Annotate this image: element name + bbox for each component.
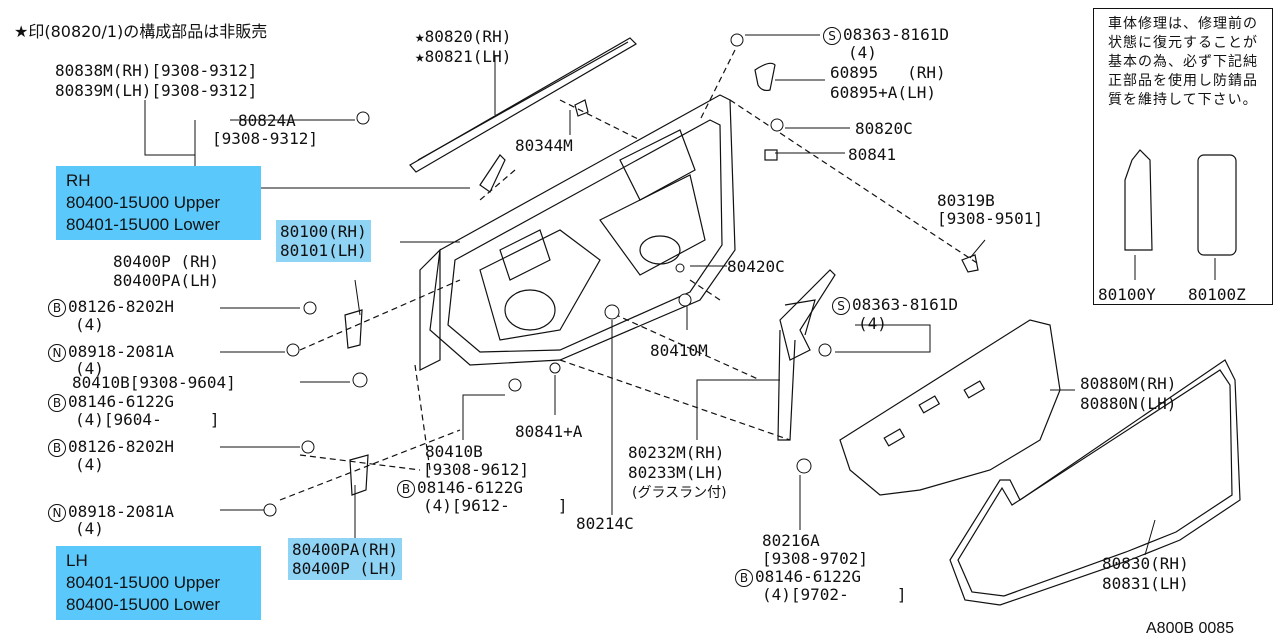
n-symbol-icon: N	[48, 344, 66, 362]
b-symbol-icon: B	[48, 394, 66, 412]
label-08918-bot-qty: (4)	[75, 519, 104, 538]
n-symbol-icon: N	[48, 504, 66, 522]
label-80839m: 80839M(LH)[9308-9312]	[55, 81, 258, 100]
label-80100z: 80100Z	[1188, 285, 1246, 304]
door-shell-highlight: 80100(RH)80101(LH)	[276, 220, 371, 262]
b-symbol-icon: B	[48, 299, 66, 317]
label-08146-mid-qty: (4)[9612- ]	[423, 496, 568, 515]
lh-hinge-box: LH 80401-15U00 Upper 80400-15U00 Lower	[56, 546, 261, 620]
bolt-icon	[770, 118, 784, 132]
label-80410b-mid-date: [9308-9612]	[423, 460, 529, 479]
repair-note-text: 車体修理は、修理前の状態に復元することが基本の為、必ず下記純正部品を使用し防錆品…	[1108, 16, 1258, 108]
door-trim-panel	[839, 319, 1061, 496]
bolt-icon	[796, 458, 812, 474]
label-80838m: 80838M(RH)[9308-9312]	[55, 61, 258, 80]
label-80880n: 80880N(LH)	[1080, 394, 1177, 413]
label-08126-top-qty: (4)	[75, 315, 104, 334]
door-shell	[429, 94, 736, 366]
label-glass-run: (グラスラン付)	[632, 485, 727, 501]
bolt-icon	[286, 343, 300, 357]
bolt-icon	[356, 111, 370, 125]
s-symbol-icon: S	[823, 27, 841, 45]
label-80100y: 80100Y	[1098, 285, 1156, 304]
label-08918-top-qty: (4)	[75, 359, 104, 378]
label-80344m: 80344M	[515, 136, 573, 155]
label-80216a-date: [9308-9702]	[762, 549, 868, 568]
label-80824a-date: [9308-9312]	[212, 129, 318, 148]
label-08363-top-qty: (4)	[848, 43, 877, 62]
label-80831: 80831(LH)	[1102, 574, 1189, 593]
window-molding-strip	[409, 37, 637, 173]
rh-title: RH	[66, 171, 91, 190]
label-60895-lh: 60895+A(LH)	[830, 83, 936, 102]
lh-lower: 80400-15U00 Lower	[66, 595, 221, 614]
label-60895-rh: 60895 (RH)	[830, 63, 946, 82]
rh-upper: 80400-15U00 Upper	[66, 193, 221, 212]
label-08363-mid-qty: (4)	[858, 314, 887, 333]
bolt-icon	[730, 33, 744, 47]
lh-upper: 80401-15U00 Upper	[66, 573, 221, 592]
label-08146-bot-qty: (4)[9702- ]	[762, 585, 907, 604]
bolt-icon	[604, 304, 620, 320]
label-80400p-rh: 80400P (RH)	[113, 252, 219, 271]
label-80841: 80841	[848, 145, 897, 164]
label-80820: ★80820(RH)	[415, 27, 512, 46]
bolt-icon	[508, 378, 522, 392]
bolt-icon	[352, 372, 368, 388]
rh-lower: 80401-15U00 Lower	[66, 215, 221, 234]
label-80820c: 80820C	[855, 119, 913, 138]
label-80410b-mid: 80410B	[425, 442, 483, 461]
label-80400pa-lh: 80400PA(LH)	[113, 271, 219, 290]
label-80319b: 80319B	[937, 191, 995, 210]
label-80830: 80830(RH)	[1102, 554, 1189, 573]
diagram-code: A800B 0085	[1146, 620, 1235, 637]
label-80410m: 80410M	[650, 341, 708, 360]
bolt-icon	[303, 301, 317, 315]
lh-title: LH	[66, 551, 88, 570]
label-80821: ★80821(LH)	[415, 47, 512, 66]
bolt-icon	[678, 293, 692, 307]
label-80880m: 80880M(RH)	[1080, 374, 1177, 393]
b-symbol-icon: B	[397, 480, 415, 498]
bolt-icon	[675, 263, 685, 273]
label-80214c: 80214C	[576, 514, 634, 533]
label-80420c: 80420C	[727, 257, 785, 276]
label-80824a: 80824A	[238, 111, 296, 130]
label-80410b-top: 80410B[9308-9604]	[72, 373, 236, 392]
label-08146-top-qty: (4)[9604- ]	[75, 410, 220, 429]
label-80232m: 80232M(RH)	[628, 443, 725, 462]
label-80216a: 80216A	[762, 531, 820, 550]
window-regulator	[779, 269, 836, 361]
bolt-icon	[301, 440, 315, 454]
bolt-icon	[818, 343, 832, 357]
b-symbol-icon: B	[735, 569, 753, 587]
bolt-icon	[263, 503, 277, 517]
repair-note-box: 車体修理は、修理前の状態に復元することが基本の為、必ず下記純正部品を使用し防錆品…	[1093, 8, 1273, 305]
label-80233m: 80233M(LH)	[628, 463, 725, 482]
header-note: ★印(80820/1)の構成部品は非販売	[14, 22, 268, 41]
bolt-icon	[549, 362, 561, 374]
door-weatherstrip	[949, 359, 1241, 606]
hinge-highlight: 80400PA(RH)80400P (LH)	[288, 538, 402, 580]
rh-hinge-box: RH 80400-15U00 Upper 80401-15U00 Lower	[56, 166, 261, 240]
s-symbol-icon: S	[832, 297, 850, 315]
corner-piece	[479, 154, 506, 193]
b-symbol-icon: B	[48, 439, 66, 457]
label-80319b-date: [9308-9501]	[937, 209, 1043, 228]
label-08126-bot-qty: (4)	[75, 455, 104, 474]
label-80841a: 80841+A	[515, 422, 583, 441]
